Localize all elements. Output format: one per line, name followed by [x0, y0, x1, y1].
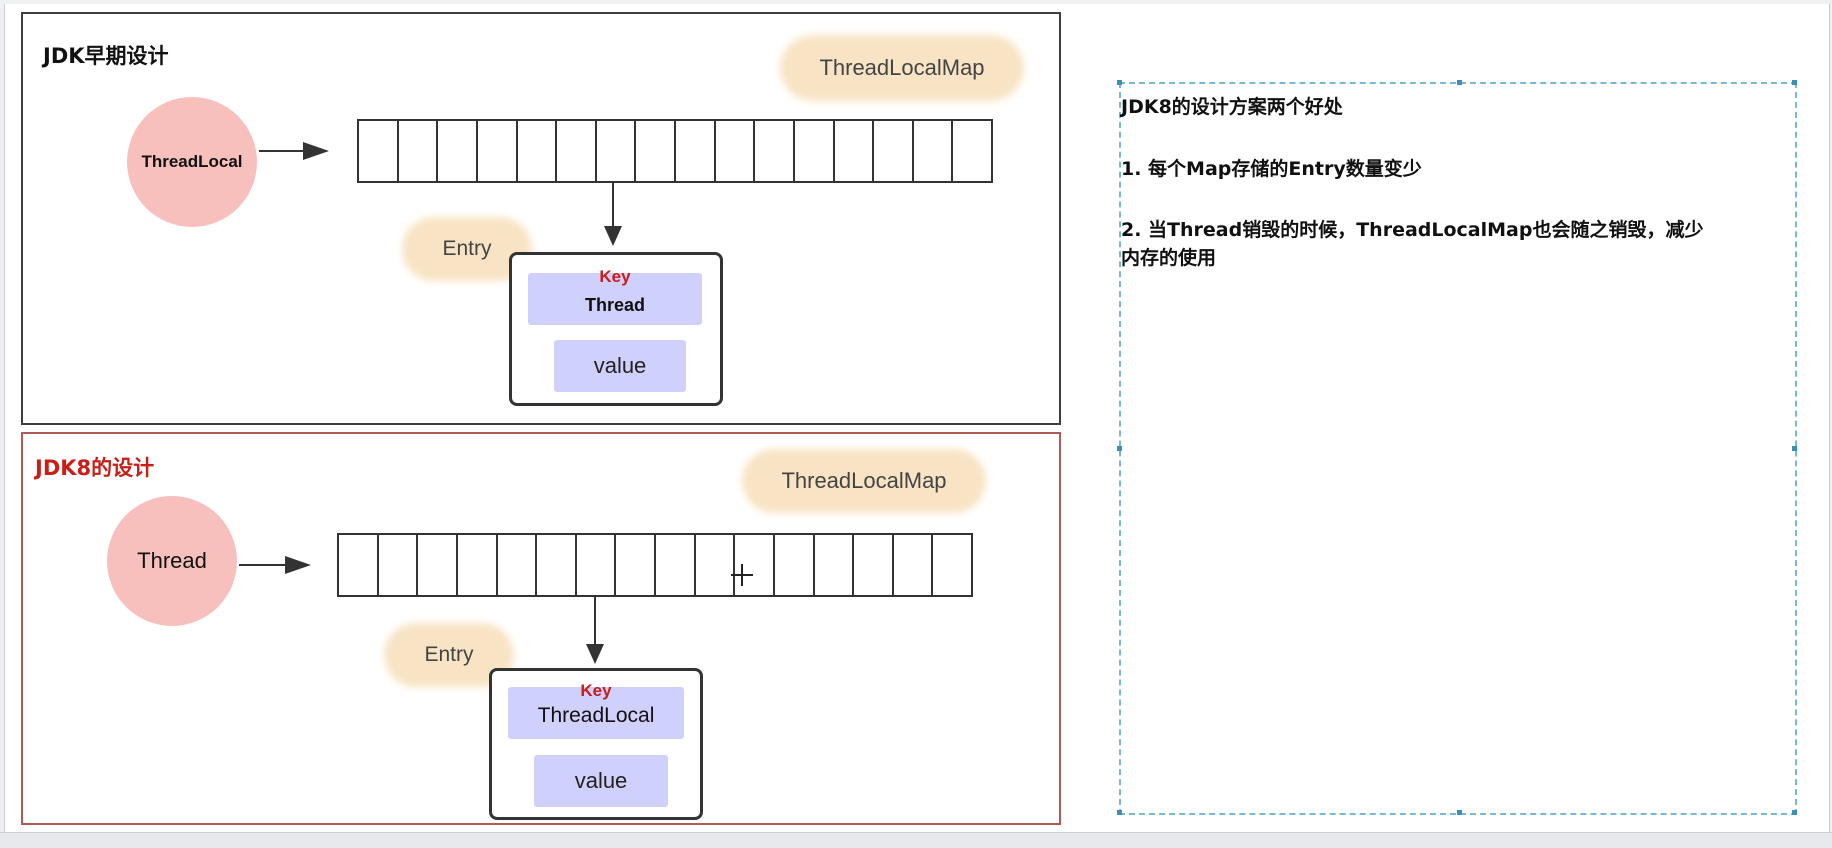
jdk8-map-cell [498, 535, 538, 595]
early-map-cell [914, 121, 954, 181]
jdk8-map-cell [616, 535, 656, 595]
jdk8-design-title: JDK8的设计 [35, 456, 155, 480]
early-threadlocal-circle: ThreadLocal [127, 97, 257, 227]
jdk8-map-label-cloud: ThreadLocalMap [749, 456, 979, 506]
early-map-cell [795, 121, 835, 181]
early-value-box: value [554, 340, 686, 392]
slide-canvas: JDK早期设计 ThreadLocalMap ThreadLocal Entry… [4, 4, 1830, 832]
jdk8-key-value: ThreadLocal [537, 704, 655, 727]
early-value-label: value [593, 353, 647, 378]
early-map-cell [359, 121, 399, 181]
early-map-cell [874, 121, 914, 181]
jdk8-owner-arrowhead [285, 556, 311, 574]
resize-handle-top-right[interactable] [1792, 80, 1797, 85]
jdk8-map-label: ThreadLocalMap [781, 468, 947, 493]
resize-handle-top-left[interactable] [1117, 80, 1122, 85]
jdk8-map-cell [379, 535, 419, 595]
resize-handle-top[interactable] [1457, 80, 1462, 85]
notes-point-1: 1. 每个Map存储的Entry数量变少 [1121, 158, 1422, 180]
jdk8-value-label: value [574, 768, 628, 793]
bottom-scroll-bar[interactable] [0, 832, 1832, 848]
jdk8-entry-box: Key ThreadLocal value [489, 668, 703, 820]
early-map-cell [399, 121, 439, 181]
jdk8-map-cell [815, 535, 855, 595]
resize-handle-bottom[interactable] [1457, 810, 1462, 815]
jdk8-map-cell [933, 535, 971, 595]
early-map-cell [557, 121, 597, 181]
jdk8-owner-label: Thread [137, 548, 207, 573]
early-map-cell [676, 121, 716, 181]
jdk8-map-cell [775, 535, 815, 595]
jdk8-value-box: value [534, 755, 668, 807]
resize-handle-right[interactable] [1792, 446, 1797, 451]
early-entry-label: Entry [442, 237, 492, 260]
early-map-cell [716, 121, 756, 181]
jdk8-map-cell [735, 535, 775, 595]
jdk8-design-panel: JDK8的设计 ThreadLocalMap Thread Entry Key … [21, 432, 1061, 825]
early-design-title: JDK早期设计 [43, 44, 169, 68]
early-map-cell [636, 121, 676, 181]
jdk8-map-array [337, 533, 973, 597]
jdk8-entry-label: Entry [424, 643, 474, 666]
early-map-cell [953, 121, 991, 181]
early-key-label: Key [599, 267, 631, 286]
jdk8-map-cell [458, 535, 498, 595]
early-map-cell [755, 121, 795, 181]
early-map-cell [478, 121, 518, 181]
early-map-cell [835, 121, 875, 181]
jdk8-owner-arrow-line [239, 564, 287, 566]
early-map-label-cloud: ThreadLocalMap [787, 42, 1017, 94]
jdk8-entry-arrowhead [586, 644, 604, 664]
resize-handle-bottom-right[interactable] [1792, 810, 1797, 815]
notes-textbox[interactable]: JDK8的设计方案两个好处 1. 每个Map存储的Entry数量变少 2. 当T… [1117, 80, 1797, 815]
jdk8-map-cell [894, 535, 934, 595]
jdk8-map-cell [656, 535, 696, 595]
early-entry-arrowhead [604, 226, 622, 246]
early-entry-cloud: Entry [409, 224, 525, 274]
early-design-panel: JDK早期设计 ThreadLocalMap ThreadLocal Entry… [21, 12, 1061, 425]
jdk8-map-cell [854, 535, 894, 595]
early-owner-arrowhead [303, 142, 329, 160]
jdk8-entry-cloud: Entry [391, 630, 507, 680]
jdk8-map-cell [577, 535, 617, 595]
early-owner-label: ThreadLocal [141, 152, 243, 171]
jdk8-entry-arrow-line [594, 597, 596, 647]
early-map-array [357, 119, 993, 183]
early-owner-arrow-line [259, 150, 307, 152]
resize-handle-left[interactable] [1117, 446, 1122, 451]
early-map-cell [597, 121, 637, 181]
early-map-label: ThreadLocalMap [819, 55, 985, 80]
resize-handle-bottom-left[interactable] [1117, 810, 1122, 815]
jdk8-key-box: Key ThreadLocal [508, 681, 684, 739]
notes-point-2-line-2: 内存的使用 [1121, 247, 1217, 269]
early-key-box: Key Thread [528, 267, 702, 325]
notes-heading: JDK8的设计方案两个好处 [1121, 96, 1343, 118]
early-map-cell [518, 121, 558, 181]
jdk8-map-cell [696, 535, 736, 595]
early-key-value: Thread [584, 295, 645, 315]
crosshair-cursor-icon [731, 564, 753, 586]
jdk8-map-cell [537, 535, 577, 595]
early-entry-arrow-line [612, 183, 614, 228]
jdk8-map-cell [418, 535, 458, 595]
notes-point-2-line-1: 2. 当Thread销毁的时候，ThreadLocalMap也会随之销毁，减少 [1121, 219, 1704, 241]
jdk8-thread-circle: Thread [107, 496, 237, 626]
jdk8-key-label: Key [580, 681, 612, 700]
early-entry-box: Key Thread value [509, 252, 723, 406]
jdk8-map-cell [339, 535, 379, 595]
early-map-cell [438, 121, 478, 181]
